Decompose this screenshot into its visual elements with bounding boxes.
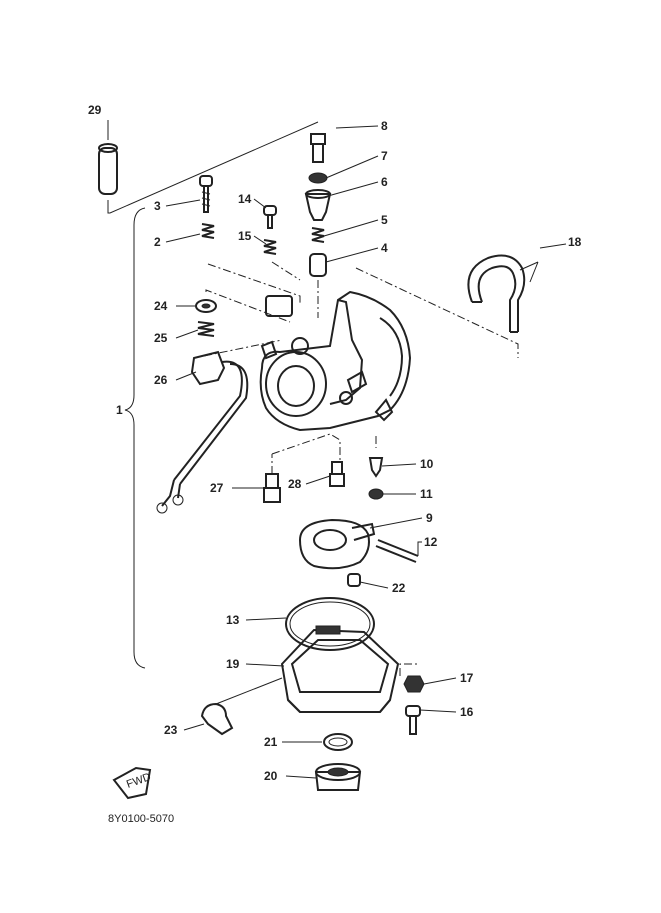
part-29-cap	[98, 143, 118, 195]
callout-2: 2	[154, 235, 161, 249]
callout-18: 18	[568, 235, 582, 249]
callout-6: 6	[381, 175, 388, 189]
part-19-float-bowl	[280, 625, 420, 713]
part-20-drain-plug	[314, 763, 362, 791]
diagram-code: 8Y0100-5070	[108, 813, 174, 825]
callout-3: 3	[154, 199, 161, 213]
leader-lines	[107, 120, 567, 779]
part-24-washer	[195, 299, 217, 313]
callout-5: 5	[381, 213, 388, 227]
part-4-needle-valve	[309, 253, 327, 277]
guide-lines-bottom	[271, 433, 377, 474]
part-14-screw	[263, 205, 277, 229]
assembly-brace-1	[124, 207, 146, 669]
part-28-pilot-jet	[329, 461, 345, 487]
part-23-clamp	[200, 677, 283, 736]
part-16-screw	[405, 705, 421, 735]
callout-26: 26	[154, 373, 168, 387]
part-7-washer	[308, 172, 328, 184]
front-arrow-icon: FWD	[112, 766, 153, 800]
part-26-starter-plunger	[156, 350, 249, 514]
callout-7: 7	[381, 149, 388, 163]
callout-13: 13	[226, 613, 240, 627]
part-9-float	[298, 518, 376, 570]
part-17-nut	[403, 675, 425, 693]
callout-24: 24	[154, 299, 168, 313]
callout-8: 8	[381, 119, 388, 133]
part-15-spring	[263, 239, 277, 255]
callout-4: 4	[381, 241, 388, 255]
part-11-nut	[368, 488, 384, 500]
part-27-main-jet	[263, 473, 281, 503]
callout-21: 21	[264, 735, 278, 749]
part-5-spring	[311, 227, 325, 243]
callout-14: 14	[238, 192, 252, 206]
callout-11: 11	[420, 487, 433, 501]
part-12-float-pin	[375, 539, 419, 563]
guide-lines-left	[203, 289, 291, 357]
carburetor-body	[259, 290, 412, 432]
assembly-bracket-top	[107, 121, 319, 214]
callout-12: 12	[424, 535, 438, 549]
callout-19: 19	[226, 657, 240, 671]
front-mark-text: FWD	[125, 771, 153, 791]
callout-10: 10	[420, 457, 434, 471]
callout-20: 20	[264, 769, 278, 783]
callout-23: 23	[164, 723, 178, 737]
callout-16: 16	[460, 705, 474, 719]
part-8-screw	[310, 133, 326, 163]
part-2-spring	[201, 223, 215, 239]
callout-1: 1	[116, 403, 123, 417]
part-13-gasket	[285, 597, 375, 651]
guide-lines-top	[207, 261, 519, 358]
callout-17: 17	[460, 671, 474, 685]
callout-9: 9	[426, 511, 433, 525]
part-6-jet-holder	[304, 189, 332, 221]
callout-labels: 1 2 3 4 5 6 7 8 9 10 11 12 13 14 15 16 1…	[88, 103, 582, 783]
part-3-pilot-screw	[199, 175, 213, 213]
callout-28: 28	[288, 477, 302, 491]
callout-29: 29	[88, 103, 102, 117]
callout-22: 22	[392, 581, 406, 595]
callout-15: 15	[238, 229, 252, 243]
part-18-hose	[467, 254, 526, 333]
part-10-needle-jet	[368, 457, 384, 478]
callout-27: 27	[210, 481, 224, 495]
part-22-screw	[347, 573, 361, 587]
part-21-o-ring	[323, 733, 353, 751]
part-25-spring	[197, 321, 215, 337]
callout-25: 25	[154, 331, 168, 345]
